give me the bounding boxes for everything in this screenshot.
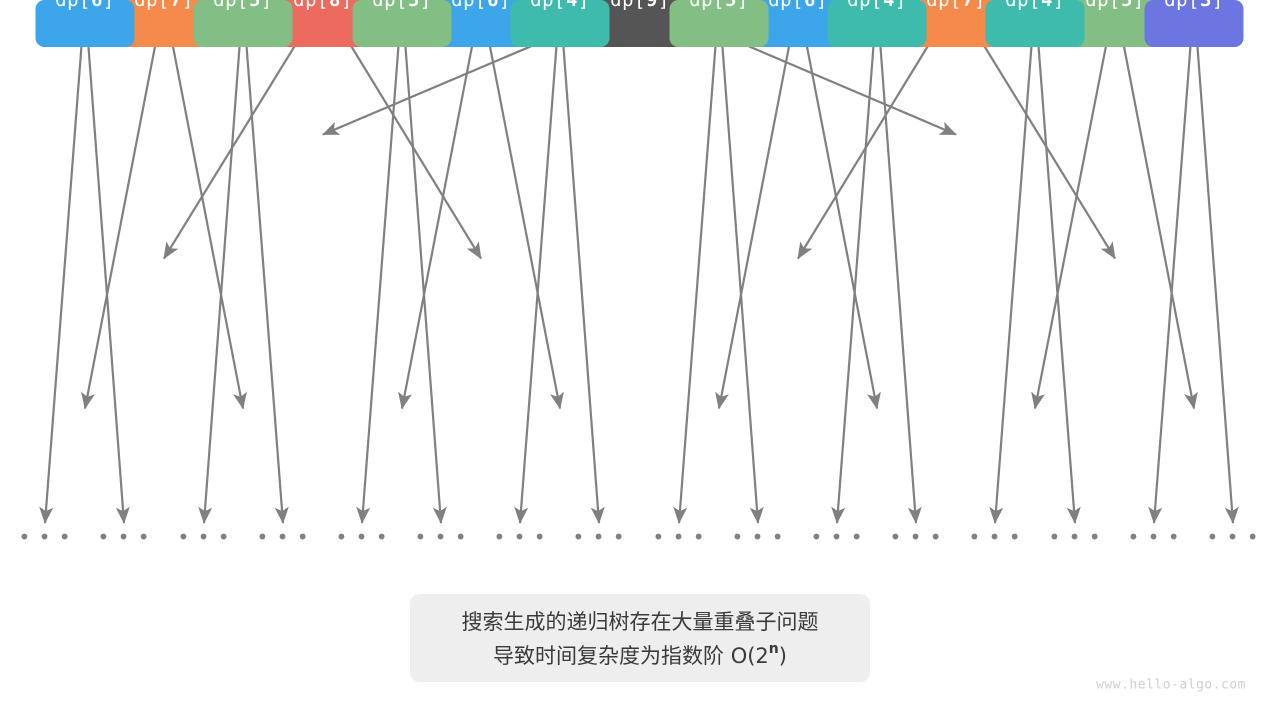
node-label: dp[9] xyxy=(610,0,670,11)
tree-node[interactable]: dp[5] xyxy=(669,0,769,47)
node-label: dp[4] xyxy=(530,0,590,11)
tree-edge xyxy=(1148,0,1196,524)
node-background xyxy=(1067,0,1163,47)
tree-node[interactable]: dp[4] xyxy=(985,0,1085,47)
tree-nodes: dp[9] dp[8] dp[7] dp[7] dp[6] dp[6] dp[5] dp[6]… xyxy=(35,0,1244,47)
ellipsis-marker: • • • xyxy=(177,525,230,549)
tree-edge xyxy=(1192,0,1239,524)
node-background xyxy=(35,0,135,47)
ellipsis-marker: • • • xyxy=(968,525,1021,549)
node-label: dp[6] xyxy=(768,0,828,11)
tree-edge xyxy=(717,0,764,524)
ellipsis-marker: • • • xyxy=(572,525,625,549)
tree-edge xyxy=(1033,0,1081,524)
caption-line-1: 搜索生成的递归树存在大量重叠子问题 xyxy=(462,610,819,634)
tree-edge xyxy=(558,0,605,524)
tree-edge xyxy=(514,0,562,524)
node-background xyxy=(116,0,212,47)
tree-edge xyxy=(400,0,447,524)
tree-node[interactable]: dp[6] xyxy=(35,0,135,47)
tree-edge xyxy=(356,0,404,524)
ellipsis-marker: • • • xyxy=(652,525,705,549)
node-label: dp[6] xyxy=(55,0,115,11)
ellipsis-marker: • • • xyxy=(493,525,546,549)
node-label: dp[7] xyxy=(134,0,194,11)
ellipsis-marker: • • • xyxy=(889,525,942,549)
node-label: dp[3] xyxy=(1164,0,1224,11)
node-label: dp[7] xyxy=(926,0,986,11)
node-background xyxy=(594,0,686,47)
node-background xyxy=(985,0,1085,47)
ellipsis-marker: • • • xyxy=(810,525,863,549)
tree-edge xyxy=(81,0,166,410)
tree-node[interactable]: dp[6] xyxy=(433,0,529,47)
watermark: www.hello-algo.com xyxy=(1096,678,1246,693)
tree-edge xyxy=(989,0,1037,524)
node-label: dp[5] xyxy=(1085,0,1145,11)
tree-edge xyxy=(831,0,879,524)
tree-edge xyxy=(162,0,247,410)
ellipsis-marker: • • • xyxy=(414,525,467,549)
caption-line-2-close: ) xyxy=(779,644,787,668)
tree-node[interactable]: dp[6] xyxy=(750,0,846,47)
node-background xyxy=(193,0,293,47)
caption-line-2-text: 导致时间复杂度为指数阶 O(2 xyxy=(493,644,769,668)
tree-node[interactable]: dp[5] xyxy=(1067,0,1163,47)
node-background xyxy=(669,0,769,47)
caption-line-2: 导致时间复杂度为指数阶 O(2n) xyxy=(493,641,787,668)
node-background xyxy=(750,0,846,47)
ellipsis-marker: • • • xyxy=(1048,525,1101,549)
tree-node[interactable]: dp[7] xyxy=(907,0,1005,47)
tree-edge xyxy=(1031,0,1117,410)
tree-node[interactable]: dp[4] xyxy=(827,0,927,47)
tree-node[interactable]: dp[5] xyxy=(193,0,293,47)
ellipsis-marker: • • • xyxy=(1206,525,1259,549)
node-background xyxy=(276,0,370,47)
tree-node[interactable]: dp[7] xyxy=(116,0,212,47)
tree-ellipsis-row: • • • • • • • • • • • • • • • • • • • • • • • •… xyxy=(18,525,1259,549)
tree-edge xyxy=(39,0,87,524)
node-background xyxy=(827,0,927,47)
ellipsis-marker: • • • xyxy=(256,525,309,549)
tree-edge xyxy=(398,0,483,410)
tree-edge xyxy=(715,0,800,410)
node-label: dp[4] xyxy=(847,0,907,11)
tree-edge xyxy=(1113,0,1198,410)
tree-edges xyxy=(39,0,1239,524)
tree-node[interactable]: dp[3] xyxy=(1144,0,1244,47)
ellipsis-marker: • • • xyxy=(335,525,388,549)
tree-edge xyxy=(875,0,922,524)
ellipsis-marker: • • • xyxy=(1127,525,1180,549)
node-label: dp[5] xyxy=(372,0,432,11)
caption-exponent: n xyxy=(769,641,779,657)
node-background xyxy=(907,0,1005,47)
tree-node[interactable]: dp[8] xyxy=(276,0,370,47)
tree-edge xyxy=(796,0,881,410)
tree-edge xyxy=(673,0,721,524)
node-label: dp[6] xyxy=(451,0,511,11)
ellipsis-marker: • • • xyxy=(731,525,784,549)
node-background xyxy=(1144,0,1244,47)
node-background xyxy=(433,0,529,47)
tree-edge xyxy=(198,0,245,524)
caption-box xyxy=(410,594,870,682)
tree-node[interactable]: dp[4] xyxy=(510,0,610,47)
node-label: dp[4] xyxy=(1005,0,1065,11)
tree-node[interactable]: dp[5] xyxy=(352,0,452,47)
tree-node[interactable]: dp[9] xyxy=(594,0,686,47)
node-label: dp[5] xyxy=(213,0,273,11)
ellipsis-marker: • • • xyxy=(97,525,150,549)
node-background xyxy=(352,0,452,47)
ellipsis-marker: • • • xyxy=(18,525,71,549)
node-label: dp[5] xyxy=(689,0,749,11)
tree-edge xyxy=(479,0,564,410)
node-label: dp[8] xyxy=(293,0,353,11)
tree-edge xyxy=(241,0,289,524)
node-background xyxy=(510,0,610,47)
caption-group: 搜索生成的递归树存在大量重叠子问题 导致时间复杂度为指数阶 O(2n) xyxy=(410,594,870,682)
tree-edge xyxy=(83,0,130,524)
